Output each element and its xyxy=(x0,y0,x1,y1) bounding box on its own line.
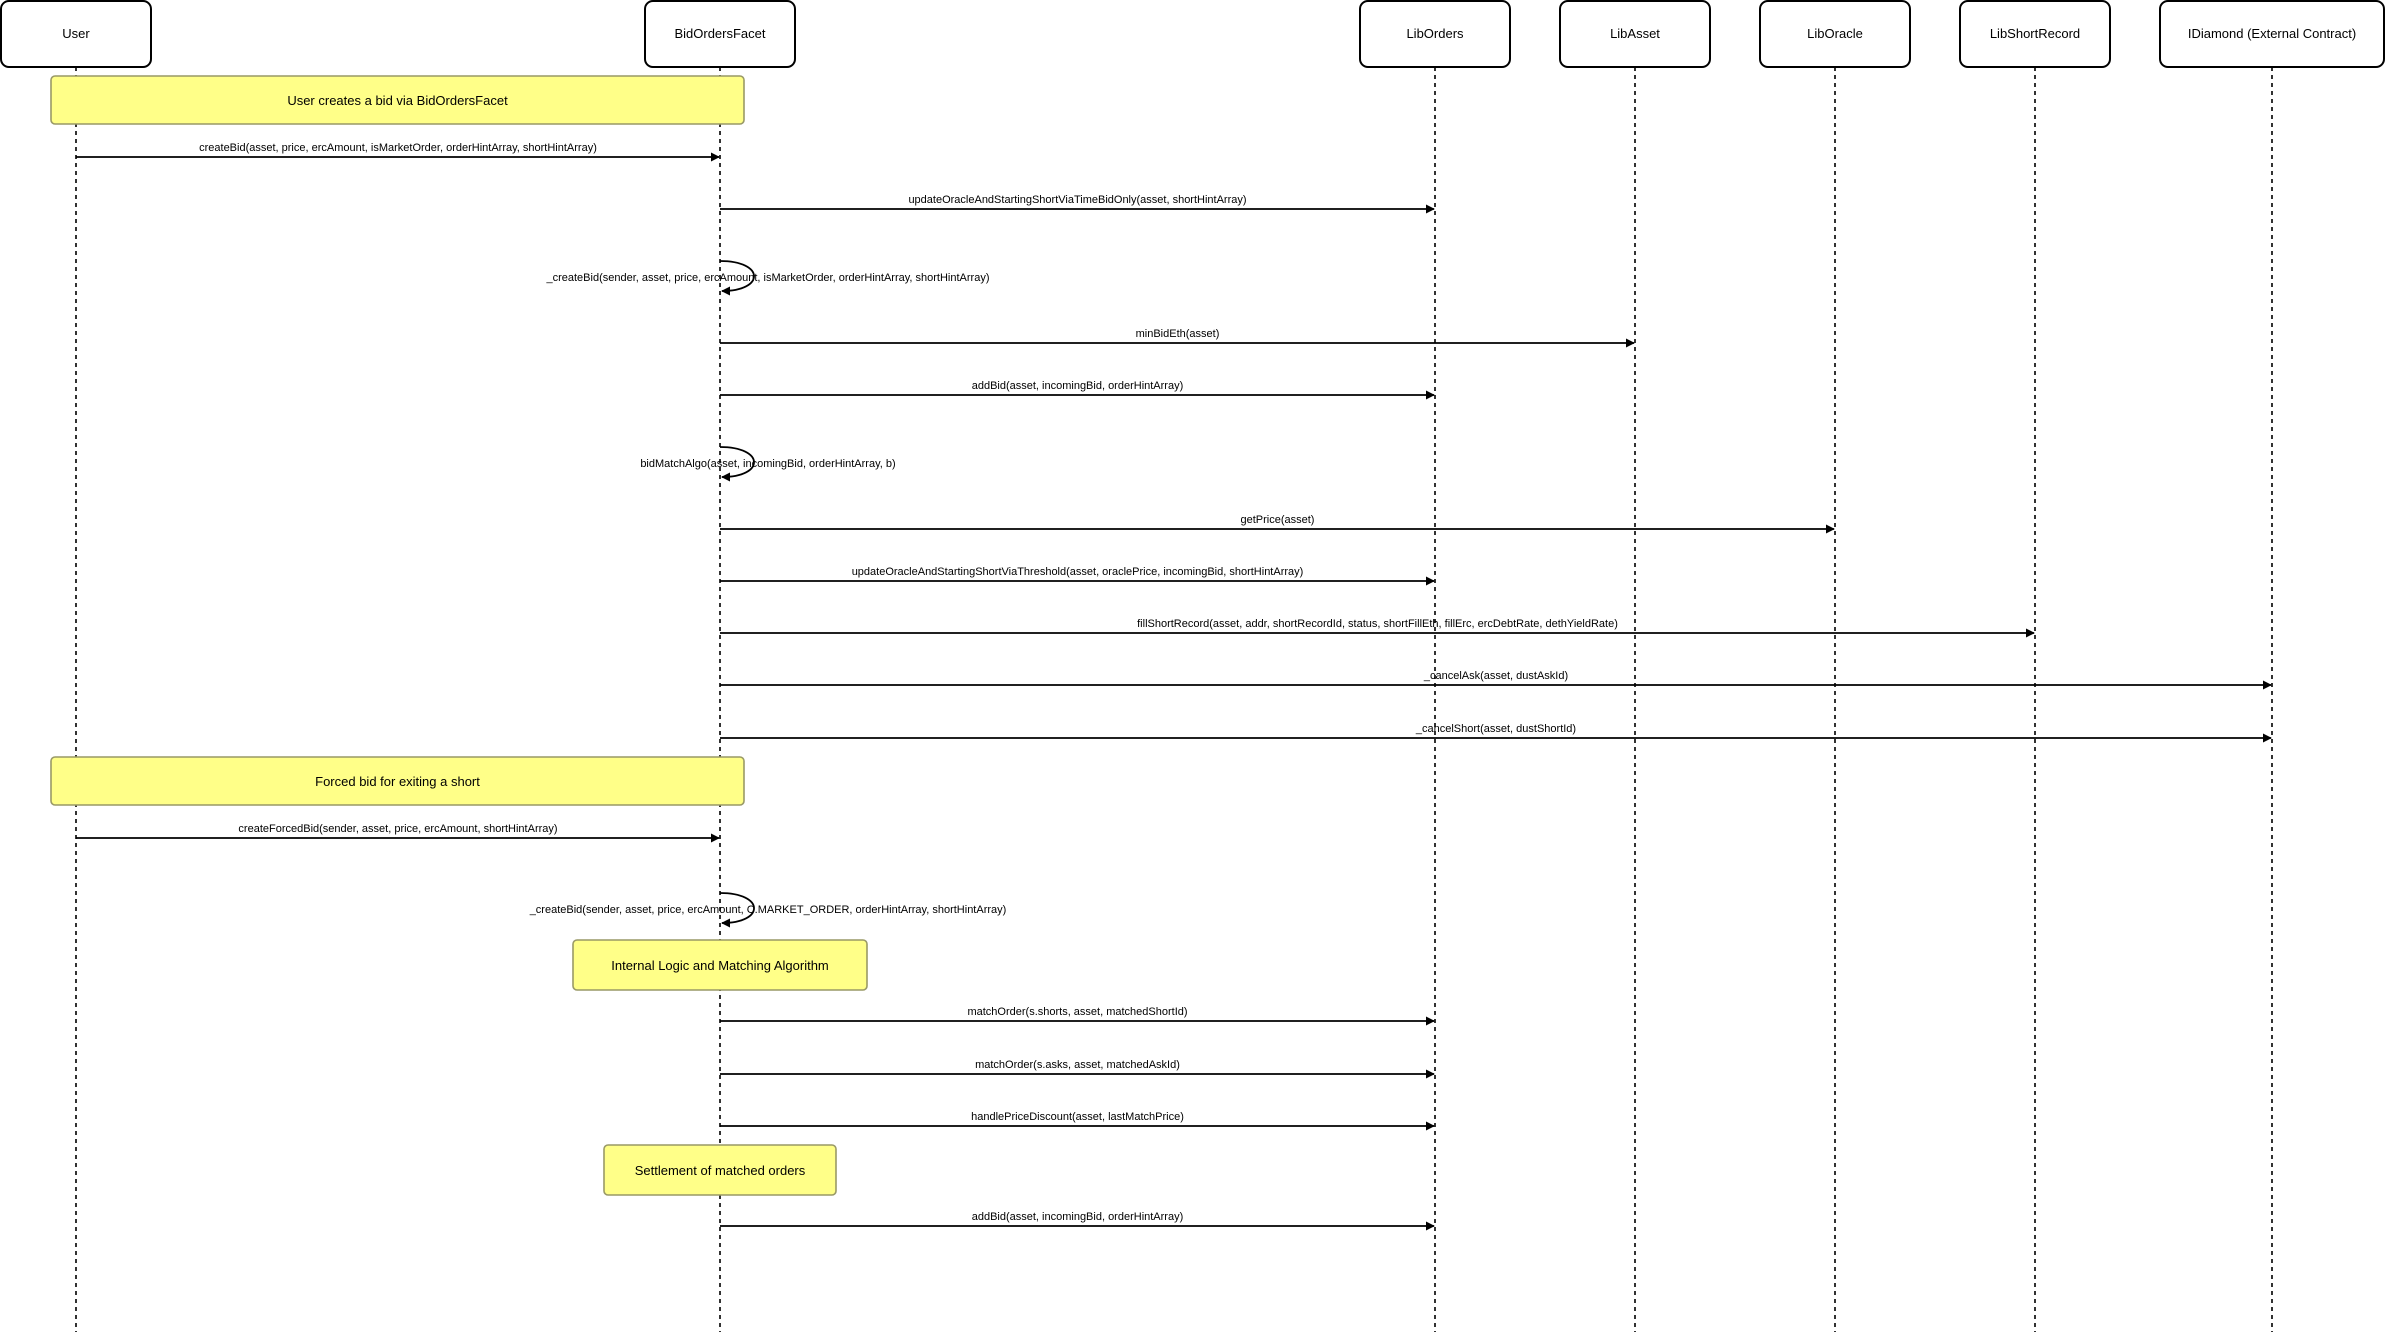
message: fillShortRecord(asset, addr, shortRecord… xyxy=(720,618,2035,638)
message: matchOrder(s.shorts, asset, matchedShort… xyxy=(720,1006,1435,1026)
message-label: updateOracleAndStartingShortViaTimeBidOn… xyxy=(908,194,1246,206)
note: User creates a bid via BidOrdersFacet xyxy=(50,75,745,125)
participant-label: IDiamond (External Contract) xyxy=(2188,26,2356,41)
message: createBid(asset, price, ercAmount, isMar… xyxy=(76,142,720,162)
message: addBid(asset, incomingBid, orderHintArra… xyxy=(720,1211,1435,1231)
message: minBidEth(asset) xyxy=(720,328,1635,348)
participant-bidOrdersFacet: BidOrdersFacet xyxy=(644,0,796,68)
note-box xyxy=(572,939,868,991)
participant-libOracle: LibOracle xyxy=(1759,0,1911,68)
message-label: createBid(asset, price, ercAmount, isMar… xyxy=(199,142,597,154)
participant-user: User xyxy=(0,0,152,68)
participant-box xyxy=(0,0,152,68)
participant-label: User xyxy=(62,26,90,41)
message: _createBid(sender, asset, price, ercAmou… xyxy=(545,260,990,296)
note: Settlement of matched orders xyxy=(603,1144,837,1196)
self-message-arrow xyxy=(719,892,755,928)
message-label: _createBid(sender, asset, price, ercAmou… xyxy=(529,904,1007,916)
participants: User BidOrdersFacet LibOrders LibAsset LibOr… xyxy=(0,0,2385,68)
participant-libAsset: LibAsset xyxy=(1559,0,1711,68)
message: _cancelShort(asset, dustShortId) xyxy=(720,723,2272,743)
notes: User creates a bid via BidOrdersFacetFor… xyxy=(50,75,868,1196)
message: updateOracleAndStartingShortViaThreshold… xyxy=(720,566,1435,586)
messages: createBid(asset, price, ercAmount, isMar… xyxy=(76,142,2272,1231)
message: getPrice(asset) xyxy=(720,514,1835,534)
note: Internal Logic and Matching Algorithm xyxy=(572,939,868,991)
participant-box xyxy=(644,0,796,68)
message-label: handlePriceDiscount(asset, lastMatchPric… xyxy=(971,1111,1184,1123)
participant-label: LibShortRecord xyxy=(1990,26,2080,41)
self-message-arrow xyxy=(719,260,755,296)
message-label: _cancelShort(asset, dustShortId) xyxy=(1415,723,1576,735)
participant-label: LibOrders xyxy=(1406,26,1464,41)
message-label: getPrice(asset) xyxy=(1241,514,1315,526)
message: addBid(asset, incomingBid, orderHintArra… xyxy=(720,380,1435,400)
message: updateOracleAndStartingShortViaTimeBidOn… xyxy=(720,194,1435,214)
message: _cancelAsk(asset, dustAskId) xyxy=(720,670,2272,690)
note: Forced bid for exiting a short xyxy=(50,756,745,806)
message-label: matchOrder(s.shorts, asset, matchedShort… xyxy=(967,1006,1187,1018)
participant-box xyxy=(1359,0,1511,68)
message-label: _createBid(sender, asset, price, ercAmou… xyxy=(545,272,989,284)
message-label: minBidEth(asset) xyxy=(1136,328,1220,340)
participant-libOrders: LibOrders xyxy=(1359,0,1511,68)
participant-libShortRecord: LibShortRecord xyxy=(1959,0,2111,68)
message-label: addBid(asset, incomingBid, orderHintArra… xyxy=(972,1211,1184,1223)
self-message-arrow xyxy=(719,446,755,482)
participant-iDiamond: IDiamond (External Contract) xyxy=(2159,0,2385,68)
message-label: createForcedBid(sender, asset, price, er… xyxy=(238,823,557,835)
message-label: addBid(asset, incomingBid, orderHintArra… xyxy=(972,380,1184,392)
message: bidMatchAlgo(asset, incomingBid, orderHi… xyxy=(640,446,896,482)
participant-box xyxy=(2159,0,2385,68)
note-label: User creates a bid via BidOrdersFacet xyxy=(287,93,508,108)
message-label: bidMatchAlgo(asset, incomingBid, orderHi… xyxy=(640,458,895,470)
message: createForcedBid(sender, asset, price, er… xyxy=(76,823,720,843)
message: _createBid(sender, asset, price, ercAmou… xyxy=(529,892,1007,928)
note-label: Internal Logic and Matching Algorithm xyxy=(611,958,829,973)
message-label: _cancelAsk(asset, dustAskId) xyxy=(1423,670,1568,682)
note-box xyxy=(603,1144,837,1196)
note-box xyxy=(50,756,745,806)
lifelines xyxy=(75,67,2273,1332)
note-label: Forced bid for exiting a short xyxy=(315,774,480,789)
participant-label: LibAsset xyxy=(1610,26,1660,41)
message-label: fillShortRecord(asset, addr, shortRecord… xyxy=(1137,618,1618,630)
message-label: updateOracleAndStartingShortViaThreshold… xyxy=(852,566,1304,578)
note-box xyxy=(50,75,745,125)
message-label: matchOrder(s.asks, asset, matchedAskId) xyxy=(975,1059,1180,1071)
participant-label: BidOrdersFacet xyxy=(674,26,765,41)
participant-box xyxy=(1759,0,1911,68)
message: matchOrder(s.asks, asset, matchedAskId) xyxy=(720,1059,1435,1079)
participant-box xyxy=(1559,0,1711,68)
message: handlePriceDiscount(asset, lastMatchPric… xyxy=(720,1111,1435,1131)
participant-label: LibOracle xyxy=(1807,26,1863,41)
participant-box xyxy=(1959,0,2111,68)
note-label: Settlement of matched orders xyxy=(635,1163,806,1178)
